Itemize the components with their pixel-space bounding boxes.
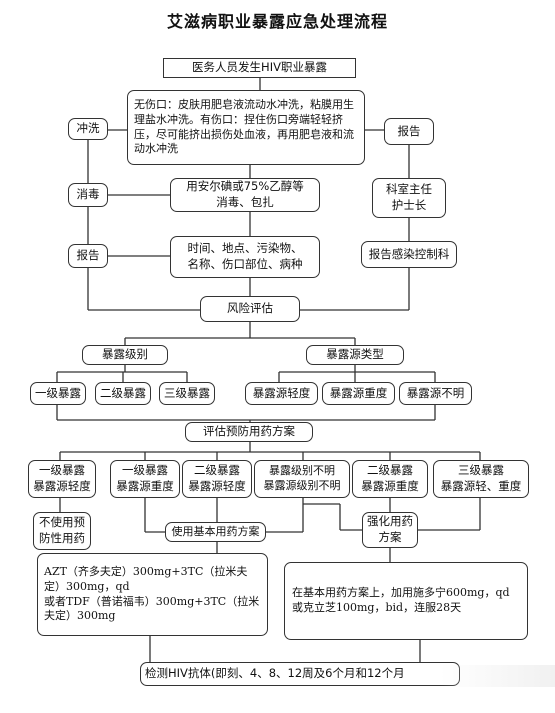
dept-head-box: 科室主任 护士长: [372, 178, 446, 218]
case1-box: 一级暴露 暴露源轻度: [28, 460, 96, 498]
start-box: 医务人员发生HIV职业暴露: [163, 58, 356, 78]
enhanced-regimen-box: 强化用药 方案: [362, 512, 418, 548]
case2-box: 一级暴露 暴露源重度: [110, 460, 180, 498]
disinfect-box: 消毒: [68, 183, 108, 207]
watermark-overlay: [440, 665, 555, 687]
source-light-box: 暴露源轻度: [245, 382, 318, 405]
level1-box: 一级暴露: [30, 382, 86, 405]
no-medication-box: 不使用预 防性用药: [33, 512, 91, 550]
disinfect-detail-box: 用安尔碘或75%乙醇等 消毒、包扎: [170, 178, 320, 212]
report-left-box: 报告: [68, 244, 108, 268]
report-detail-box: 时间、地点、污染物、 名称、伤口部位、病种: [170, 236, 320, 278]
case5-box: 二级暴露 暴露源重度: [352, 460, 428, 498]
exposure-level-box: 暴露级别: [82, 345, 168, 365]
page-title: 艾滋病职业暴露应急处理流程: [166, 12, 388, 31]
report-right-box: 报告: [384, 118, 434, 145]
source-heavy-box: 暴露源重度: [322, 382, 395, 405]
case3-box: 二级暴露 暴露源轻度: [182, 460, 252, 498]
infection-control-box: 报告感染控制科: [361, 241, 457, 268]
flush-box: 冲洗: [68, 118, 108, 140]
case6-box: 三级暴露 暴露源轻、重度: [433, 460, 529, 498]
level2-box: 二级暴露: [95, 382, 151, 405]
risk-assessment-box: 风险评估: [200, 296, 300, 322]
case4-box: 暴露级别不明 暴露源级别不明: [254, 460, 350, 498]
enhanced-regimen-detail-box: 在基本用药方案上，加用施多宁600mg，qd或克立芝100mg，bid，连服28…: [284, 562, 528, 640]
basic-regimen-box: 使用基本用药方案: [165, 522, 266, 542]
source-type-box: 暴露源类型: [306, 345, 404, 365]
assess-plan-box: 评估预防用药方案: [185, 422, 313, 442]
basic-regimen-detail-box: AZT（齐多夫定）300mg+3TC（拉米夫定）300mg，qd 或者TDF（普…: [37, 553, 268, 636]
hiv-test-box: 检测HIV抗体(即刻、4、8、12周及6个月和12个月: [140, 662, 460, 686]
wound-handling-box: 无伤口：皮肤用肥皂液流动水冲洗，粘膜用生理盐水冲洗。有伤口：捏住伤口旁端轻轻挤压…: [127, 90, 365, 165]
source-unknown-box: 暴露源不明: [399, 382, 472, 405]
level3-box: 三级暴露: [159, 382, 215, 405]
